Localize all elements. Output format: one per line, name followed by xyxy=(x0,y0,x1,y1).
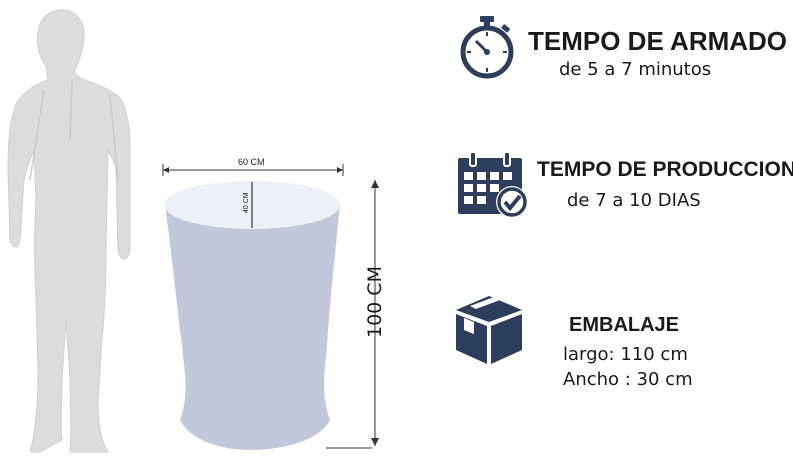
depth-dimension-label: 40 CM xyxy=(243,192,250,213)
embalaje-ancho: Ancho : 30 cm xyxy=(563,369,693,390)
width-dimension-label: 60 CM xyxy=(238,157,265,167)
armado-detail: de 5 a 7 minutos xyxy=(559,59,712,80)
stopwatch-icon xyxy=(460,16,514,79)
human-silhouette xyxy=(7,9,131,453)
table-body xyxy=(165,205,340,450)
produccion-title: TEMPO DE PRODUCCION xyxy=(537,158,793,181)
height-dimension-label: 100 CM xyxy=(364,266,386,338)
cylinder-table xyxy=(162,164,379,450)
calendar-check-icon xyxy=(458,151,528,218)
embalaje-title: EMBALAJE xyxy=(569,314,680,336)
armado-title: TEMPO DE ARMADO xyxy=(528,26,788,56)
package-box-icon xyxy=(456,294,522,364)
embalaje-largo: largo: 110 cm xyxy=(563,344,688,365)
produccion-detail: de 7 a 10 DIAS xyxy=(567,190,701,211)
